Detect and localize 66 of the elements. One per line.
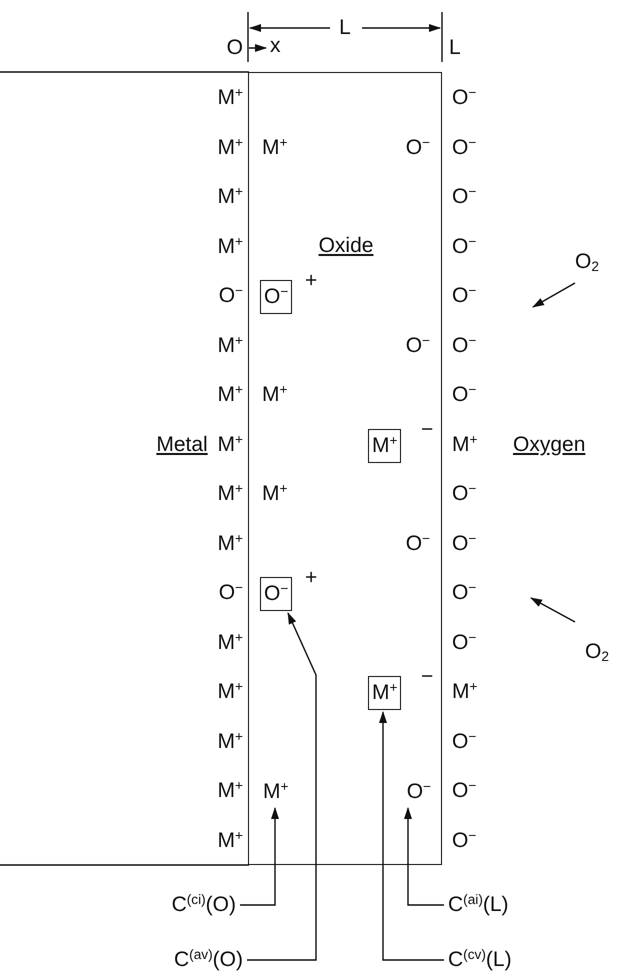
- ion-label: M$^{+}$: [218, 134, 243, 160]
- region-label: Metal: [156, 432, 208, 458]
- ion-label: O$^{−}$: [452, 84, 476, 111]
- gas-label: O$_{2}$: [585, 639, 609, 666]
- ion-label: M$^{+}$: [452, 430, 478, 458]
- ion-label: O$^{−}$: [452, 480, 476, 507]
- ion-label: M$^{+}$: [263, 778, 288, 806]
- ion-label: O$^{−}$: [406, 134, 430, 160]
- charge-sign: +: [305, 565, 318, 591]
- ion-label: M$^{+}$: [452, 678, 478, 705]
- ion-label: O$^{−}$: [452, 826, 476, 854]
- region-label: Oxide: [318, 233, 374, 259]
- concentration-label: C$^{(ai)}$(L): [448, 891, 509, 919]
- ion-label: O$^{−}$: [452, 628, 476, 656]
- ion-label: O$^{−}$: [218, 579, 243, 606]
- boxed-ion: M$^{+}$: [368, 428, 402, 462]
- boxed-ion: M$^{+}$: [368, 676, 402, 710]
- ion-label: O$^{−}$: [452, 579, 476, 606]
- ion-label: O$^{−}$: [452, 134, 476, 160]
- ion-label: O$^{−}$: [452, 282, 476, 309]
- region-label: Oxygen: [513, 432, 586, 458]
- ion-label: M$^{+}$: [262, 480, 288, 507]
- concentration-label: C$^{(ci)}$(O): [172, 891, 236, 919]
- leader-line: [379, 711, 444, 961]
- ion-label: M$^{+}$: [262, 381, 288, 408]
- ion-label: M$^{+}$: [218, 381, 243, 408]
- concentration-label: C$^{(av)}$(O): [174, 946, 243, 974]
- ion-label: O$^{−}$: [452, 232, 476, 260]
- oxide-layer: [248, 72, 442, 865]
- ion-label: M$^{+}$: [218, 530, 243, 556]
- ion-label: M$^{+}$: [262, 134, 288, 160]
- concentration-label: C$^{(cv)}$(L): [448, 946, 512, 974]
- boxed-ion: O$^{−}$: [260, 577, 292, 611]
- position-label: O: [226, 35, 243, 61]
- ion-label: M$^{+}$: [218, 430, 243, 458]
- ion-label: O$^{−}$: [406, 778, 431, 806]
- ion-label: M$^{+}$: [218, 232, 243, 260]
- ion-label: M$^{+}$: [218, 826, 243, 854]
- ion-label: O$^{−}$: [406, 530, 430, 556]
- ion-label: O$^{−}$: [452, 332, 476, 358]
- ion-label: O$^{−}$: [452, 777, 476, 804]
- ion-label: M$^{+}$: [218, 628, 243, 656]
- charge-sign: −: [421, 416, 434, 442]
- leader-line: [247, 612, 317, 961]
- ion-label: M$^{+}$: [218, 480, 243, 507]
- ion-label: M$^{+}$: [218, 332, 243, 358]
- ion-label: O$^{−}$: [452, 183, 476, 210]
- boxed-ion: O$^{−}$: [260, 280, 292, 314]
- ion-label: M$^{+}$: [218, 678, 243, 705]
- ion-label: O$^{−}$: [452, 381, 476, 408]
- ion-label: M$^{+}$: [218, 84, 243, 111]
- dimension-label: L: [339, 15, 351, 41]
- ion-label: M$^{+}$: [218, 728, 243, 754]
- leader-line: [240, 807, 279, 906]
- ion-label: M$^{+}$: [218, 777, 243, 804]
- axis-label: x: [270, 33, 280, 59]
- ion-label: O$^{−}$: [452, 728, 476, 754]
- ion-label: O$^{−}$: [218, 282, 243, 309]
- ion-label: M$^{+}$: [218, 183, 243, 210]
- charge-sign: −: [421, 664, 434, 690]
- charge-sign: +: [305, 268, 318, 294]
- leader-line: [404, 807, 444, 906]
- position-label: L: [449, 35, 461, 61]
- ion-label: O$^{−}$: [406, 332, 430, 358]
- ion-label: O$^{−}$: [452, 530, 476, 556]
- gas-label: O$_{2}$: [575, 249, 599, 276]
